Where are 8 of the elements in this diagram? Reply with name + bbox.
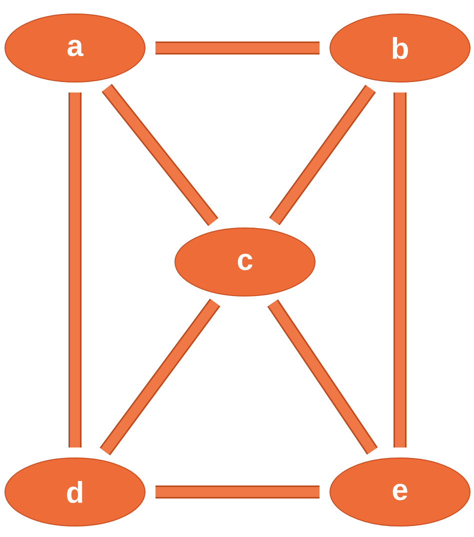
connector-bar xyxy=(68,92,82,448)
connector-bar xyxy=(267,299,378,455)
connector-bar xyxy=(156,42,320,54)
connector-bar xyxy=(102,84,218,226)
connector-bar xyxy=(100,298,220,456)
connector-bar xyxy=(156,486,320,498)
connector-bar xyxy=(394,92,406,448)
connector-bar xyxy=(269,84,376,226)
